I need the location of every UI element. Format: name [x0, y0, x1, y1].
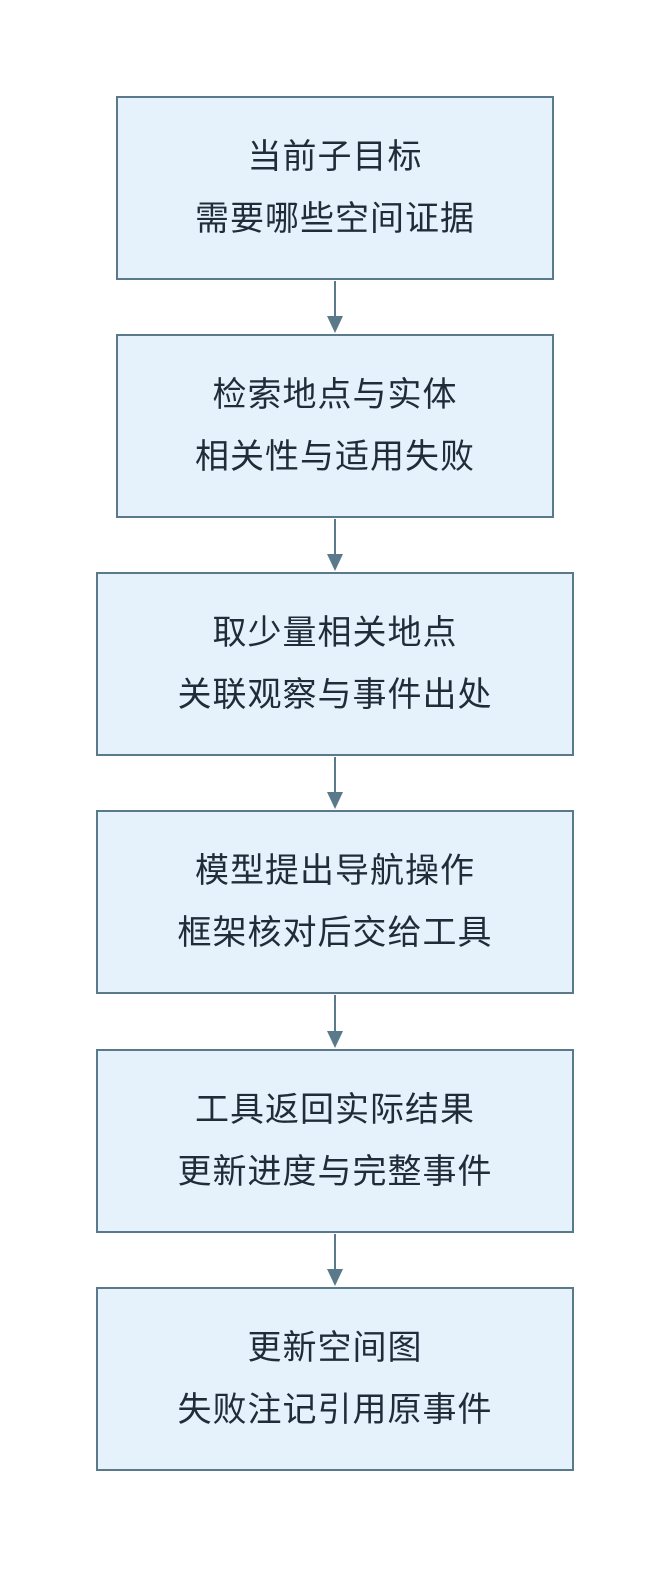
step-5-line-2: 更新进度与完整事件 [177, 1152, 493, 1192]
step-3-line-1: 取少量相关地点 [212, 613, 458, 653]
step-1-line-1: 当前子目标 [247, 137, 423, 177]
arrow-4-to-5 [327, 995, 343, 1048]
step-2-box: 检索地点与实体 相关性与适用失败 [116, 334, 554, 518]
step-4-line-1: 模型提出导航操作 [195, 851, 475, 891]
step-5-box: 工具返回实际结果 更新进度与完整事件 [96, 1049, 574, 1233]
step-2-line-2: 相关性与适用失败 [195, 437, 475, 477]
step-1-box: 当前子目标 需要哪些空间证据 [116, 96, 554, 280]
arrow-5-to-6 [327, 1234, 343, 1286]
step-4-line-2: 框架核对后交给工具 [177, 913, 493, 953]
step-6-line-1: 更新空间图 [247, 1328, 423, 1368]
step-5-line-1: 工具返回实际结果 [195, 1090, 475, 1130]
arrow-1-to-2 [327, 281, 343, 333]
step-2-line-1: 检索地点与实体 [212, 375, 458, 415]
step-6-box: 更新空间图 失败注记引用原事件 [96, 1287, 574, 1471]
step-3-box: 取少量相关地点 关联观察与事件出处 [96, 572, 574, 756]
step-3-line-2: 关联观察与事件出处 [177, 675, 493, 715]
arrow-3-to-4 [327, 757, 343, 809]
step-6-line-2: 失败注记引用原事件 [177, 1390, 493, 1430]
arrow-2-to-3 [327, 519, 343, 571]
step-1-line-2: 需要哪些空间证据 [195, 199, 475, 239]
step-4-box: 模型提出导航操作 框架核对后交给工具 [96, 810, 574, 994]
